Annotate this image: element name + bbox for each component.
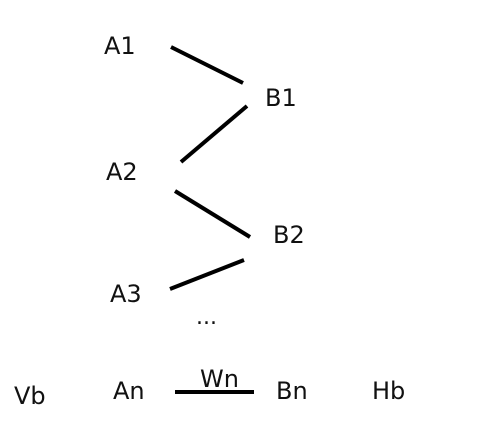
edge-a2-b2 <box>173 189 252 239</box>
node-an-label: An <box>113 377 145 405</box>
ellipsis-label: ... <box>196 305 217 330</box>
node-vb-label: Vb <box>14 382 46 410</box>
edge-b1-a2 <box>179 104 249 164</box>
node-bn-label: Bn <box>276 377 308 405</box>
edge-a1-b1 <box>170 45 244 85</box>
node-a1-label: A1 <box>104 32 136 60</box>
node-b2-label: B2 <box>273 221 305 249</box>
node-hb-label: Hb <box>372 377 406 405</box>
edge-wn-label: Wn <box>200 365 239 393</box>
node-b1-label: B1 <box>265 84 297 112</box>
node-a2-label: A2 <box>106 158 138 186</box>
node-a3-label: A3 <box>110 280 142 308</box>
edge-b2-a3 <box>169 258 245 291</box>
